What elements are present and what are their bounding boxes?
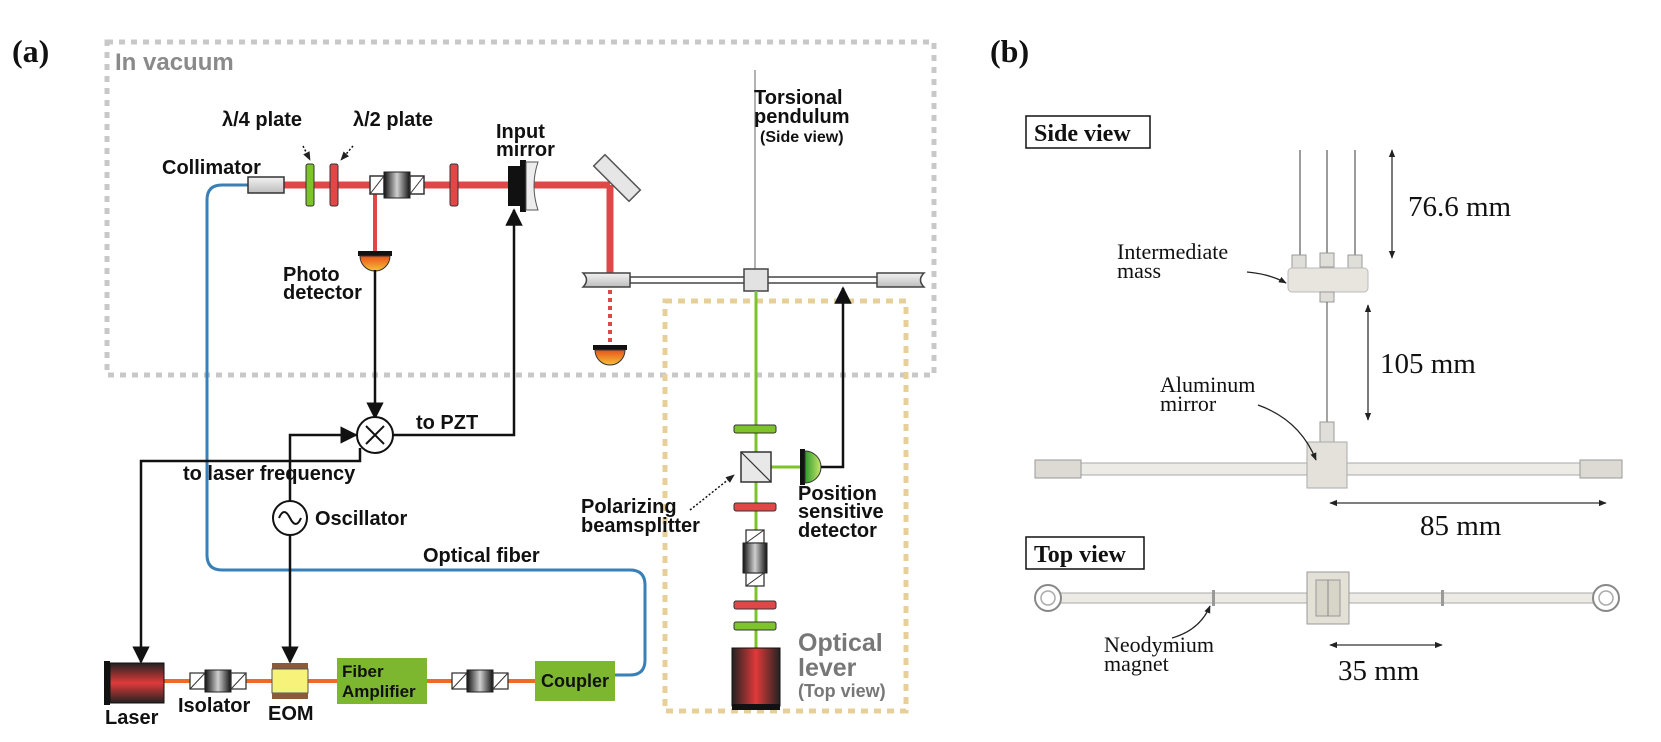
label-optical-fiber: Optical fiber <box>423 545 540 567</box>
label-pbs-2: beamsplitter <box>581 515 700 537</box>
lever-plate-2 <box>733 502 777 512</box>
neodymium-callout <box>1171 605 1211 639</box>
fiber-isolator-2 <box>451 669 509 693</box>
dim-rod-label: 105 mm <box>1380 348 1476 380</box>
intermediate-mass <box>1287 252 1369 303</box>
label-lever-1: Optical <box>798 629 883 657</box>
side-pendulum-arm <box>1034 421 1623 489</box>
dim-magnet-label: 35 mm <box>1338 655 1420 687</box>
mixer <box>356 416 394 454</box>
panel-a: (a) In vacuum <box>12 33 937 729</box>
pzt-signal-arrow <box>393 208 523 437</box>
label-pbs-1: Polarizing <box>581 496 677 518</box>
psd-feedback-arrow <box>821 286 852 469</box>
label-fiber-amp-2: Amplifier <box>342 682 416 701</box>
dim-wire-label: 76.6 mm <box>1408 191 1512 223</box>
intermediate-label-1: Intermediate <box>1117 239 1228 264</box>
vacuum-label: In vacuum <box>115 49 234 76</box>
optical-fiber <box>205 183 647 677</box>
label-isolator: Isolator <box>178 695 250 717</box>
photo-detector-upper <box>358 251 392 272</box>
input-mirror <box>508 160 539 212</box>
lever-laser <box>731 647 781 710</box>
label-fiber-amp-1: Fiber <box>342 662 384 681</box>
half-wave-plate <box>329 163 339 207</box>
aluminum-label-2: mirror <box>1160 391 1217 416</box>
label-coupler: Coupler <box>541 671 609 691</box>
vacuum-box <box>104 39 937 378</box>
intermediate-callout <box>1246 271 1287 284</box>
label-pendulum-1: Torsional <box>754 87 843 109</box>
panel-label-b: (b) <box>990 33 1029 69</box>
label-quarter-plate: λ/4 plate <box>222 109 302 131</box>
label-eom: EOM <box>268 703 314 725</box>
dim-arm-label: 85 mm <box>1420 510 1502 542</box>
intermediate-label-2: mass <box>1117 258 1161 283</box>
optical-lever-box <box>662 298 909 714</box>
panel-b: (b) Side view Top view <box>990 33 1623 687</box>
lever-isolator <box>742 529 768 587</box>
label-input-mirror-1: Input <box>496 121 545 143</box>
label-lever-2: lever <box>798 654 857 682</box>
top-view-box <box>1025 536 1145 570</box>
vacuum-isolator <box>369 171 425 199</box>
oscillator-to-mixer-arrow <box>288 426 358 502</box>
label-pendulum-2: pendulum <box>754 106 850 128</box>
lever-plate-4 <box>733 621 777 631</box>
steering-mirror <box>592 153 642 203</box>
pendulum-left-mirror <box>581 272 631 288</box>
neodymium-label-1: Neodymium <box>1104 632 1214 657</box>
label-pendulum-3: (Side view) <box>760 129 844 146</box>
oscillator <box>272 500 308 536</box>
position-sensitive-detector <box>800 449 822 485</box>
eom <box>271 663 309 699</box>
label-psd-3: detector <box>798 520 877 542</box>
label-laser: Laser <box>105 707 159 729</box>
aluminum-callout <box>1257 404 1317 461</box>
lever-plate-1 <box>733 424 777 434</box>
pbs-pointer <box>689 474 735 511</box>
label-oscillator: Oscillator <box>315 508 407 530</box>
label-input-mirror-2: mirror <box>496 139 555 161</box>
lever-pbs <box>740 451 772 483</box>
label-half-plate: λ/2 plate <box>353 109 433 131</box>
top-view-label: Top view <box>1034 542 1126 568</box>
neodymium-label-2: magnet <box>1104 651 1169 676</box>
quarter-wave-plate <box>305 163 315 207</box>
label-collimator: Collimator <box>162 157 261 179</box>
laser-source <box>104 661 165 705</box>
fiber-isolator <box>189 669 247 693</box>
label-to-laser: to laser frequency <box>183 463 356 485</box>
half-plate-pointer <box>340 145 354 161</box>
laser-frequency-arrow <box>132 448 362 664</box>
pendulum-center-mirror <box>743 268 769 292</box>
label-psd-1: Position <box>798 483 877 505</box>
label-photo-2: detector <box>283 282 362 304</box>
label-lever-3: (Top view) <box>798 681 886 701</box>
fiber-amplifier <box>337 658 427 704</box>
top-pendulum-arm <box>1034 571 1620 625</box>
collimator <box>247 176 285 194</box>
photo-detector-lower <box>593 345 627 366</box>
wave-plate-2 <box>449 163 459 207</box>
aluminum-label-1: Aluminum <box>1160 372 1255 397</box>
panel-label-a: (a) <box>12 33 49 69</box>
quarter-plate-pointer <box>302 145 311 161</box>
side-view-box <box>1025 115 1151 149</box>
side-view-label: Side view <box>1034 121 1131 147</box>
label-photo-1: Photo <box>283 264 340 286</box>
label-psd-2: sensitive <box>798 501 884 523</box>
pendulum-right-mirror <box>876 272 926 288</box>
coupler <box>535 661 615 701</box>
lever-plate-3 <box>733 600 777 610</box>
label-to-pzt: to PZT <box>416 412 478 434</box>
